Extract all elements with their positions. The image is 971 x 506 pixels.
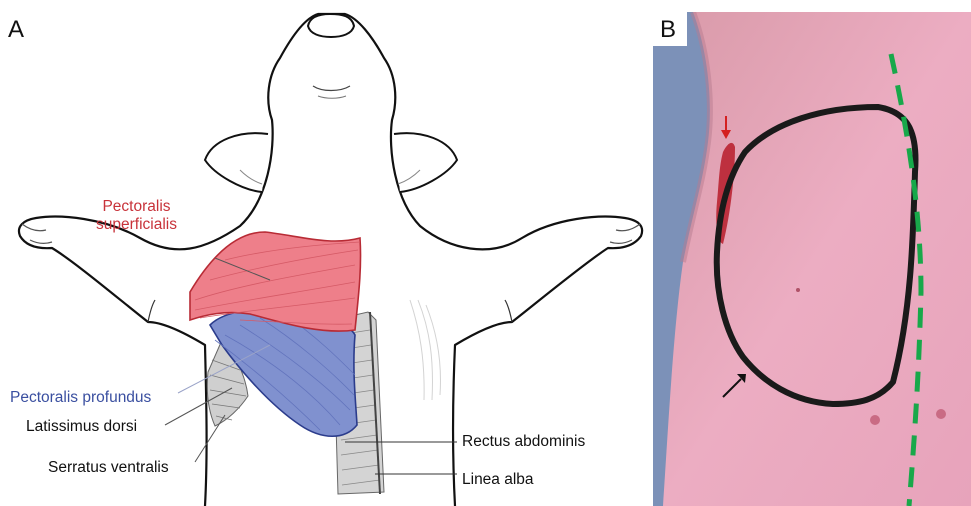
skin-mark [796, 288, 800, 292]
label-pectoralis-superficialis-line1: Pectoralis [96, 198, 177, 216]
label-pectoralis-superficialis: Pectoralis superficialis [96, 198, 177, 234]
label-pectoralis-profundus: Pectoralis profundus [10, 389, 151, 407]
label-serratus-ventralis: Serratus ventralis [48, 459, 169, 477]
label-pectoralis-superficialis-line2: superficialis [96, 216, 177, 234]
label-latissimus-dorsi: Latissimus dorsi [26, 418, 137, 436]
right-ear [394, 133, 457, 192]
panel-a-letter: A [8, 18, 24, 42]
nipple-mark-2 [936, 409, 946, 419]
surgical-marking-photo [653, 12, 971, 506]
label-linea-alba: Linea alba [462, 471, 534, 489]
nipple-mark-1 [870, 415, 880, 425]
panel-b-photo [653, 12, 971, 506]
panel-a-illustration: A Pectoralis superficialis Pectoralis pr… [0, 0, 648, 506]
snout-outline [308, 14, 354, 37]
panel-b-letter: B [660, 18, 676, 42]
label-rectus-abdominis: Rectus abdominis [462, 433, 585, 451]
